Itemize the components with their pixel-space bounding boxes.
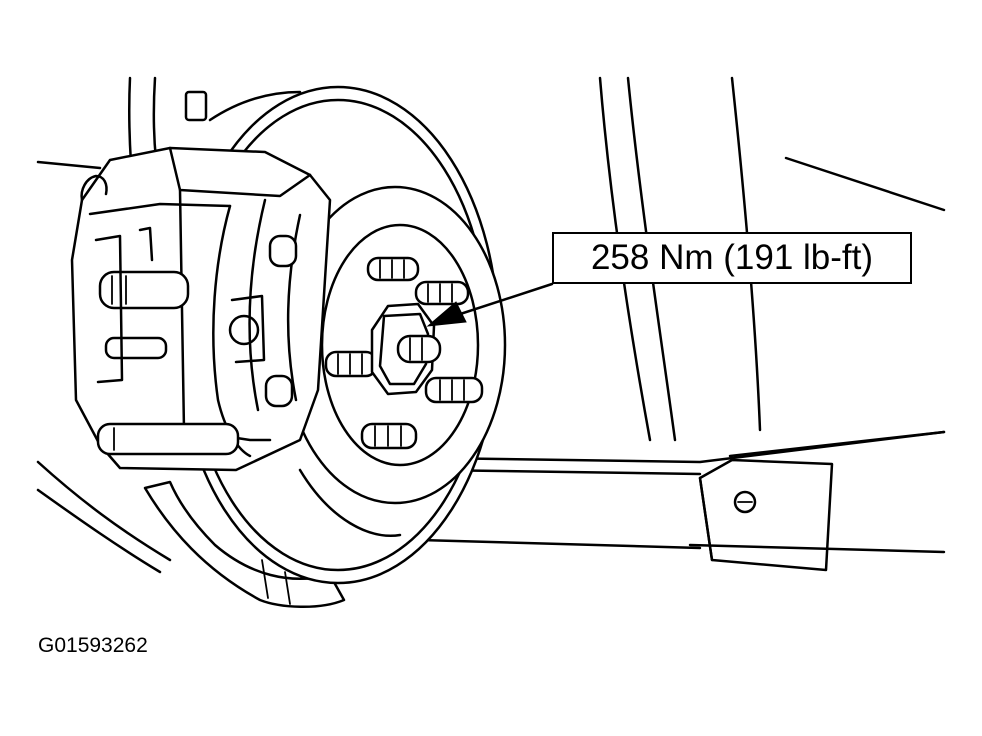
splash-shield (143, 480, 346, 608)
torque-label: 258 Nm (191 lb-ft) (590, 238, 874, 277)
frame-rail (418, 430, 946, 572)
hub-nut (370, 302, 442, 396)
figure-id: G01593262 (38, 634, 148, 657)
wheel-stud (360, 422, 418, 450)
wheel-studs (324, 256, 484, 450)
wheel-stud (414, 280, 470, 306)
leader-arrow (426, 282, 554, 327)
torque-callout: 258 Nm (191 lb-ft) (552, 232, 912, 284)
wheel-stud (324, 350, 378, 378)
wheel-stud (424, 376, 484, 404)
brake-caliper (70, 90, 332, 472)
wheel-stud (366, 256, 420, 282)
